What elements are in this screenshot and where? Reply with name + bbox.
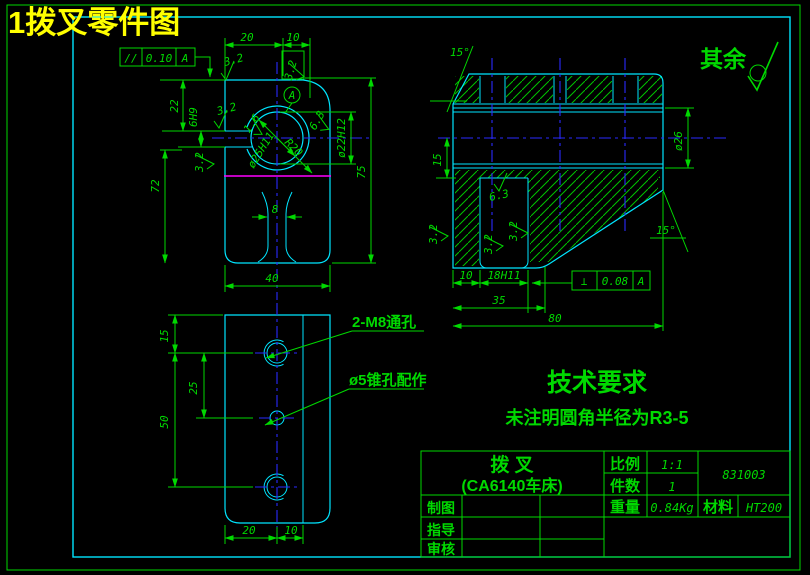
- roughness-slot-bottom: 3.2: [193, 152, 215, 173]
- tech-req-item: 未注明圆角半径为R3-5: [505, 407, 688, 428]
- svg-text:6.3: 6.3: [488, 187, 510, 204]
- advisor-label: 指导: [427, 522, 455, 538]
- perpendicularity-frame: ⊥ 0.08 A: [531, 270, 651, 291]
- qty-value: 1: [668, 480, 675, 494]
- taper-hole-callout: ø5锥孔配作: [264, 371, 427, 426]
- technical-requirements: 技术要求 未注明圆角半径为R3-5: [505, 369, 688, 428]
- front-view: 20 10 72 22 6H9 75 ø22H12 ø25H11 R20 8 4…: [119, 31, 376, 300]
- side-view: 15° ø26 15 10 18H11 35 80 15° 6.3 3.2: [427, 45, 730, 331]
- svg-text:2-M8通孔: 2-M8通孔: [352, 314, 416, 331]
- material-label: 材料: [703, 498, 733, 516]
- svg-text:3.2: 3.2: [214, 100, 238, 118]
- dim-radius: R20: [282, 136, 306, 160]
- svg-text:3.2: 3.2: [282, 59, 300, 83]
- dim-hole-span: 50: [158, 415, 171, 429]
- roughness-right-face: 3.2: [281, 50, 306, 83]
- thread-holes-callout: 2-M8通孔: [265, 314, 424, 359]
- dim-left-height: 72: [149, 179, 162, 193]
- dim-bore: ø25H11: [245, 130, 277, 171]
- svg-text:3.2: 3.2: [221, 51, 245, 69]
- parallelism-value: 0.10: [146, 52, 173, 65]
- sheet-borders: [6, 4, 801, 571]
- drafter-label: 制图: [427, 500, 455, 516]
- tech-req-heading: 技术要求: [547, 369, 647, 397]
- side-view-dimension-lines: [430, 45, 694, 331]
- bottom-view-dimension-texts: 15 50 25 20 10: [158, 329, 298, 537]
- roughness-groove-top: 6.3: [488, 172, 510, 204]
- dim-hub-bore-side: ø26: [672, 131, 685, 151]
- page-title: 1拨叉零件图: [8, 5, 180, 40]
- roughness-groove-right: 3.2: [507, 221, 529, 242]
- dim-top-width: 20: [240, 31, 254, 44]
- dim-slot-width: 6H9: [187, 107, 200, 127]
- scale-value: 1:1: [661, 458, 683, 472]
- svg-text:3.2: 3.2: [193, 152, 206, 173]
- roughness-groove-left: 3.2: [482, 234, 504, 255]
- qty-label: 件数: [610, 477, 641, 495]
- dim-bottom-left: 20: [242, 524, 256, 537]
- scale-label: 比例: [610, 455, 640, 473]
- roughness-slot-top: 3.2: [213, 100, 238, 130]
- front-view-dimension-texts: 20 10 72 22 6H9 75 ø22H12 ø25H11 R20 8 4…: [149, 31, 368, 285]
- dim-hub-bore: ø22H12: [335, 118, 348, 158]
- part-name: 拨 叉: [490, 453, 534, 476]
- drawing-number: 831003: [722, 468, 765, 482]
- weight-label: 重量: [610, 498, 640, 516]
- parallelism-datum: A: [181, 52, 189, 65]
- material-value: HT200: [745, 501, 782, 515]
- weight-value: 0.84Kg: [650, 501, 693, 515]
- perpendicularity-datum: A: [637, 275, 645, 288]
- dim-right-height: 75: [355, 165, 368, 178]
- side-view-roughness: 6.3 3.2 3.2 3.2: [427, 172, 529, 255]
- dim-axis-offset: 15: [431, 153, 444, 166]
- dim-bottom-width: 40: [265, 272, 279, 285]
- perpendicularity-value: 0.08: [602, 275, 629, 288]
- dim-edge-offset: 15: [158, 329, 171, 342]
- hole-callouts: 2-M8通孔 ø5锥孔配作: [264, 314, 427, 426]
- svg-text:3.2: 3.2: [427, 224, 440, 245]
- side-view-dimension-texts: 15° ø26 15 10 18H11 35 80 15°: [431, 46, 685, 325]
- dim-hole-pitch: 25: [187, 381, 200, 394]
- dim-groove: 18H11: [487, 269, 520, 282]
- svg-text:1.6: 1.6: [241, 111, 263, 135]
- roughness-left-face: 3.2: [427, 224, 449, 245]
- datum-letter: A: [288, 89, 296, 102]
- part-model: (CA6140车床): [461, 476, 562, 495]
- side-view-centerlines: [438, 58, 730, 232]
- title-block: 拨 叉 (CA6140车床) 比例 1:1 件数 1 831003 重量 0.8…: [420, 450, 791, 558]
- dim-rib-width: 8: [272, 203, 279, 216]
- perpendicularity-symbol: ⊥: [581, 275, 588, 288]
- roughness-default-icon: [747, 41, 779, 92]
- dim-boss-width: 35: [491, 294, 505, 307]
- svg-text:3.2: 3.2: [482, 234, 495, 255]
- dim-wall: 10: [459, 269, 473, 282]
- dim-top-offset: 10: [286, 31, 300, 44]
- title-block-grid: [420, 450, 791, 558]
- dim-chamfer-angle: 15°: [450, 46, 470, 59]
- dim-face-angle: 15°: [656, 224, 676, 237]
- roughness-top-face: 3.2: [220, 51, 245, 82]
- parallelism-symbol: //: [124, 52, 137, 65]
- default-roughness-note: 其余: [700, 41, 779, 92]
- dim-bottom-right: 10: [284, 524, 298, 537]
- surface-note-label: 其余: [700, 46, 747, 72]
- dim-total-width: 80: [548, 312, 562, 325]
- svg-text:3.2: 3.2: [507, 221, 520, 242]
- checker-label: 审核: [427, 541, 455, 557]
- bottom-view-dimension-lines: [168, 314, 304, 544]
- bottom-view: 15 50 25 20 10 2-M8通孔 ø5锥孔配作: [158, 303, 427, 544]
- front-view-dimension-lines: [160, 38, 376, 292]
- svg-text:ø5锥孔配作: ø5锥孔配作: [349, 371, 427, 389]
- parallelism-frame: // 0.10 A: [119, 47, 213, 78]
- datum-marker: A: [283, 86, 301, 114]
- dim-slot-depth: 22: [168, 99, 181, 113]
